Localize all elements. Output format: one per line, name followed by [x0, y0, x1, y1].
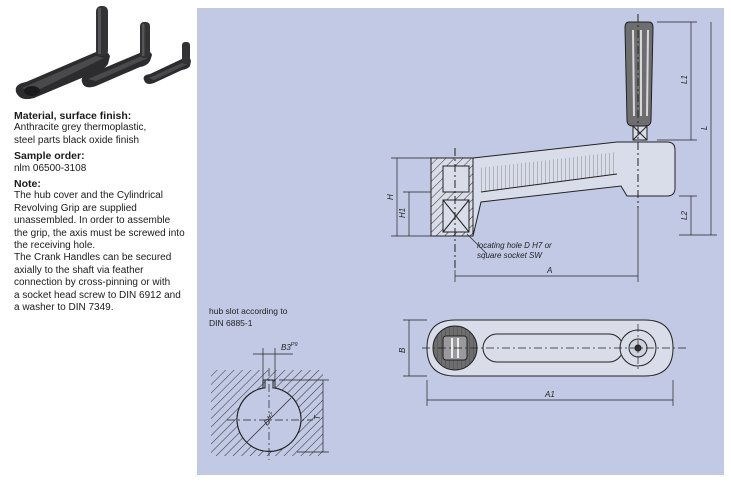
technical-drawing-panel: L1 L L2 H H1 A locating hole D H7 or squ…	[197, 8, 724, 475]
dimension-lines-hub	[253, 348, 329, 453]
locating-note-line2: square socket SW	[477, 251, 543, 260]
dim-B: B	[398, 347, 407, 353]
hub-slot-note-line1: hub slot according to	[209, 306, 288, 316]
dim-T: T	[313, 414, 322, 420]
product-description: Material, surface finish: Anthracite gre…	[14, 110, 192, 315]
side-view: L1 L L2 H H1 A locating hole D H7 or squ…	[386, 14, 717, 282]
product-info-column: Material, surface finish: Anthracite gre…	[12, 0, 192, 483]
sample-order-title: Sample order:	[14, 150, 85, 163]
dim-L2: L2	[680, 211, 689, 220]
sample-order-text: nlm 06500-3108	[14, 162, 87, 174]
crank-handle-large-image	[15, 6, 110, 100]
grip-drawing	[624, 21, 654, 141]
dim-H: H	[386, 194, 395, 200]
note-title: Note:	[14, 178, 41, 191]
dim-L1: L1	[680, 75, 689, 84]
dim-H1: H1	[398, 208, 407, 218]
dim-B3: B3P9	[281, 342, 298, 352]
dim-L: L	[700, 126, 709, 130]
material-finish-text: Anthracite grey thermoplastic, steel par…	[14, 122, 147, 146]
dimension-lines-top	[403, 319, 674, 406]
dim-D: DH7	[262, 411, 278, 427]
dimension-lines-side	[391, 21, 717, 282]
crank-handle-small-image	[143, 42, 191, 84]
technical-drawing: L1 L L2 H H1 A locating hole D H7 or squ…	[209, 14, 717, 460]
product-photo	[15, 6, 191, 100]
hub-section-drawing	[430, 157, 474, 237]
note-text: The hub cover and the Cylindrical Revolv…	[14, 190, 185, 314]
dim-A1: A1	[544, 390, 555, 399]
locating-note-line1: locating hole D H7 or	[477, 241, 552, 250]
top-view: B A1	[398, 319, 687, 406]
dim-A: A	[546, 266, 552, 275]
material-finish-title: Material, surface finish:	[14, 110, 132, 122]
hub-slot-detail: hub slot according to DIN 6885-1 B3P9 DH…	[209, 306, 329, 460]
crank-handle-medium-image	[81, 22, 152, 88]
hub-slot-note-line2: DIN 6885-1	[209, 318, 253, 328]
